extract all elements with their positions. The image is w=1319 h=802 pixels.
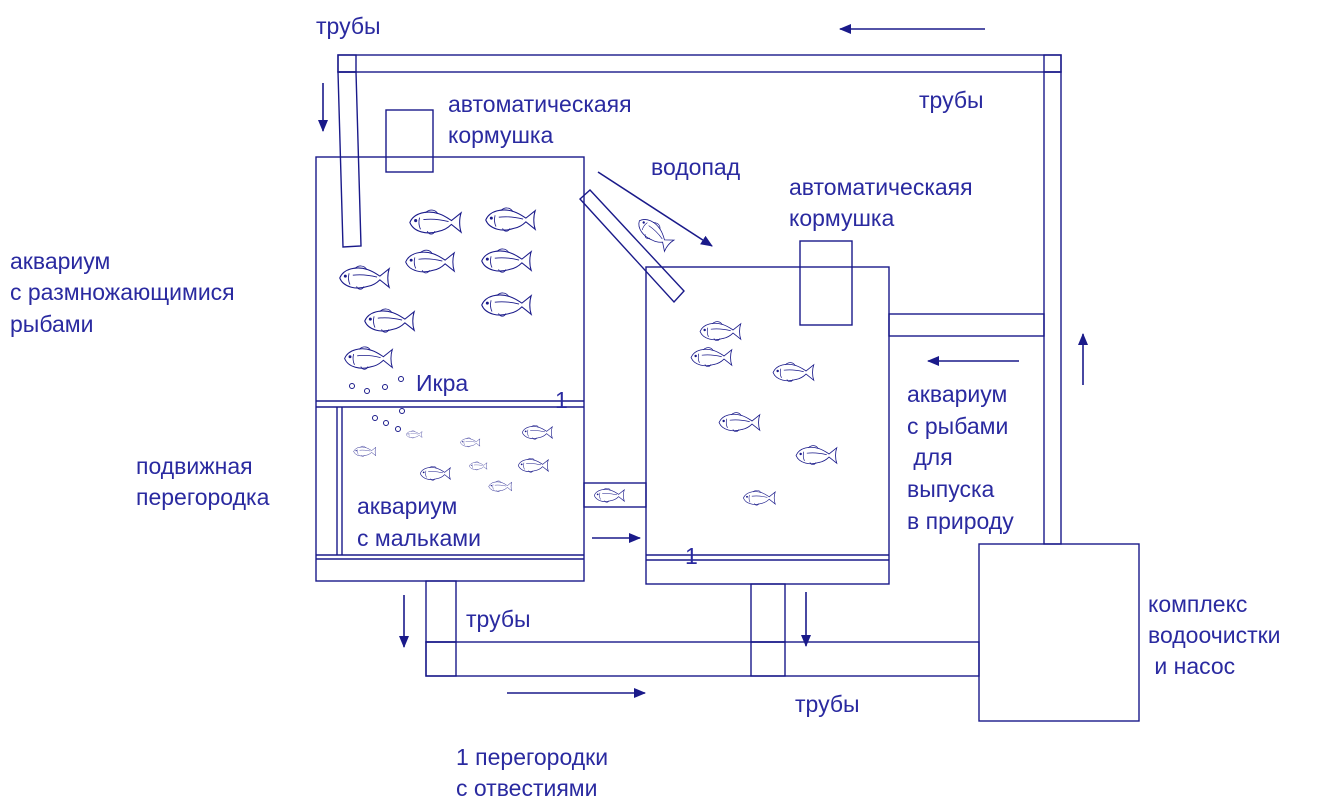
label-feeder-2-line2: кормушка [789, 205, 894, 231]
arrow-waterfall [597, 171, 713, 247]
label-movable-partition-line2: перегородка [136, 484, 270, 510]
label-feeder-2-line1: автоматическаяя [789, 174, 973, 200]
label-pipes-top-left: трубы [316, 13, 381, 39]
label-fry-tank-line1: аквариум [357, 493, 457, 519]
fish-icon [743, 489, 776, 506]
automatic-feeder-2 [799, 240, 853, 326]
label-release-tank-line3: для [907, 444, 953, 470]
label-pipes-bottom-right: трубы [795, 691, 860, 717]
labels: трубы трубы автоматическаяя кормушка вод… [10, 13, 1281, 801]
fish-passage [583, 482, 647, 508]
label-feeder-1-line2: кормушка [448, 122, 553, 148]
flow-arrows [318, 24, 1088, 698]
fish-icon [517, 457, 549, 473]
fish-icon [699, 321, 742, 342]
release-fish [690, 321, 838, 506]
fish-icon [488, 480, 512, 492]
label-pipes-bottom-left: трубы [466, 606, 531, 632]
label-pipes-top-right: трубы [919, 87, 984, 113]
label-release-tank-line2: с рыбами [907, 413, 1008, 439]
fish-icon [593, 487, 625, 503]
label-roe: Икра [416, 370, 468, 396]
fish-icon [481, 248, 532, 273]
fish-icon [364, 308, 415, 333]
label-partition-number-2: 1 [685, 543, 698, 569]
fish-icon [460, 437, 481, 448]
label-breeding-tank-line1: аквариум [10, 248, 110, 274]
label-movable-partition-line1: подвижная [136, 453, 253, 479]
fish-icon [353, 445, 376, 457]
fish-icon [690, 347, 733, 368]
fish-icon [339, 265, 390, 290]
fish-icon [409, 209, 462, 235]
label-release-tank-line1: аквариум [907, 381, 1007, 407]
waterfall-chute [579, 189, 685, 304]
fish-icon [406, 430, 423, 439]
fry-fish [353, 424, 553, 492]
label-waterfall: водопад [651, 154, 741, 180]
roe-eggs [349, 376, 405, 432]
fish-icon [795, 445, 838, 466]
fish-icon [469, 461, 488, 471]
label-feeder-1-line1: автоматическаяя [448, 91, 632, 117]
label-footnote-line1: 1 перегородки [456, 744, 608, 770]
fish-icon [405, 249, 455, 274]
fish-icon [485, 207, 536, 232]
fish-icon [521, 424, 553, 440]
fish-icon [718, 412, 761, 433]
breeding-fish [339, 207, 536, 370]
label-fry-tank-line2: с мальками [357, 525, 481, 551]
fish-icon [419, 465, 451, 481]
fish-icon [481, 292, 532, 317]
automatic-feeder-1 [385, 109, 434, 173]
label-treatment-line1: комплекс [1148, 591, 1247, 617]
fish-icon [772, 362, 815, 383]
fish-icon [344, 346, 393, 370]
label-breeding-tank-line2: с размножающимися [10, 279, 235, 305]
label-treatment-line2: водоочистки [1148, 622, 1281, 648]
label-release-tank-line5: в природу [907, 508, 1014, 534]
label-partition-number-1: 1 [555, 387, 568, 413]
label-breeding-tank-line3: рыбами [10, 311, 93, 337]
label-footnote-line2: с отвестиями [456, 775, 597, 801]
label-treatment-line3: и насос [1148, 653, 1235, 679]
label-release-tank-line4: выпуска [907, 476, 995, 502]
water-treatment-pump [978, 543, 1140, 722]
fish-icon [633, 213, 676, 253]
